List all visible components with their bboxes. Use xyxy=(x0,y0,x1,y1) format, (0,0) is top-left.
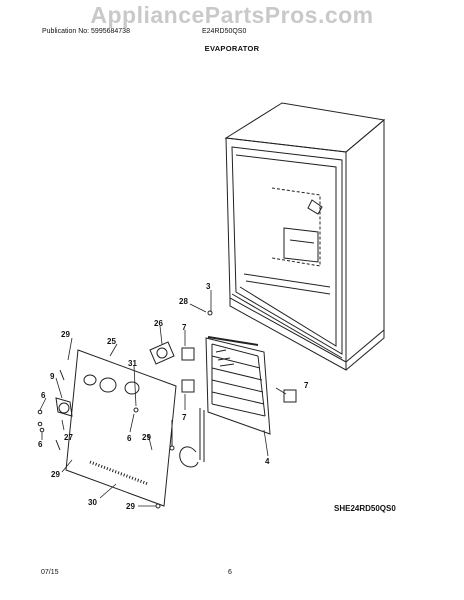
callout-30: 30 xyxy=(88,498,97,507)
section-title: EVAPORATOR xyxy=(204,44,260,53)
callout-4: 4 xyxy=(265,457,270,466)
callout-3: 3 xyxy=(206,282,211,291)
callout-25: 25 xyxy=(107,337,116,346)
callout-29-bottom: 29 xyxy=(126,502,135,511)
callout-29-left-top: 29 xyxy=(61,330,70,339)
callout-9: 9 xyxy=(50,372,55,381)
callout-28: 28 xyxy=(179,297,188,306)
model-number: E24RD50QS0 xyxy=(202,28,247,35)
callout-29-center: 29 xyxy=(142,433,151,442)
callout-31: 31 xyxy=(128,359,137,368)
callout-26: 26 xyxy=(154,319,163,328)
page-number: 6 xyxy=(228,569,232,576)
footer-date: 07/15 xyxy=(41,569,59,576)
callout-7-upper: 7 xyxy=(182,323,187,332)
back-panel-drawing xyxy=(55,349,177,507)
callout-27: 27 xyxy=(64,433,73,442)
evaporator-coil-drawing xyxy=(179,337,271,468)
part-callouts: 3 28 26 7 25 29 9 6 27 6 31 6 29 7 7 4 2… xyxy=(38,282,309,511)
leader-lines xyxy=(39,290,287,507)
callout-6-center: 6 xyxy=(127,434,132,443)
fan-and-parts-drawing xyxy=(37,310,297,509)
cabinet-drawing xyxy=(224,102,386,371)
callout-7-right: 7 xyxy=(304,381,309,390)
callout-7-lower: 7 xyxy=(182,413,187,422)
publication-number: Publication No: 5995684738 xyxy=(42,28,130,35)
callout-6-left-top: 6 xyxy=(41,391,46,400)
callout-6-left-bottom: 6 xyxy=(38,440,43,449)
diagram-code: SHE24RD50QS0 xyxy=(334,504,396,513)
watermark: AppliancePartsPros.com xyxy=(90,2,374,28)
callout-29-bottom-left: 29 xyxy=(51,470,60,479)
